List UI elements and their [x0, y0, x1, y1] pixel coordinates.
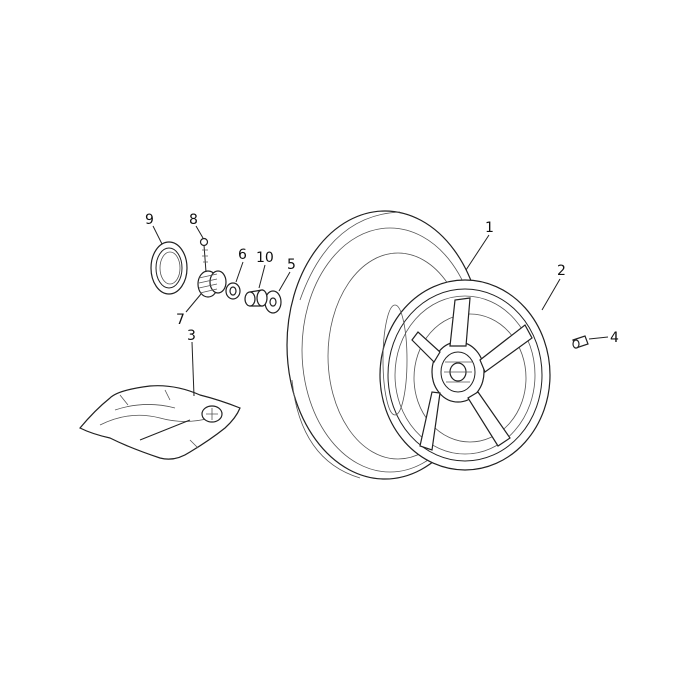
callout-5: 5 [287, 257, 296, 273]
spacer-part[interactable] [225, 282, 241, 300]
gear-part[interactable] [197, 270, 227, 298]
callout-4: 4 [610, 330, 619, 346]
callout-2: 2 [557, 263, 566, 279]
valve-part[interactable] [572, 335, 589, 349]
seal-part[interactable] [150, 241, 188, 295]
callout-6: 6 [238, 247, 247, 263]
callout-10: 10 [256, 250, 274, 266]
washer-part[interactable] [264, 290, 282, 314]
callout-7: 7 [176, 312, 185, 328]
callout-9: 9 [145, 212, 154, 228]
callout-8: 8 [189, 212, 198, 228]
callout-1: 1 [485, 220, 494, 236]
rim-part[interactable] [379, 279, 551, 471]
callout-3: 3 [187, 328, 196, 344]
bushing-part[interactable] [244, 289, 268, 307]
leader-lines [152, 225, 609, 397]
pin-part[interactable] [199, 237, 209, 273]
tool-kit-part[interactable] [79, 385, 241, 460]
